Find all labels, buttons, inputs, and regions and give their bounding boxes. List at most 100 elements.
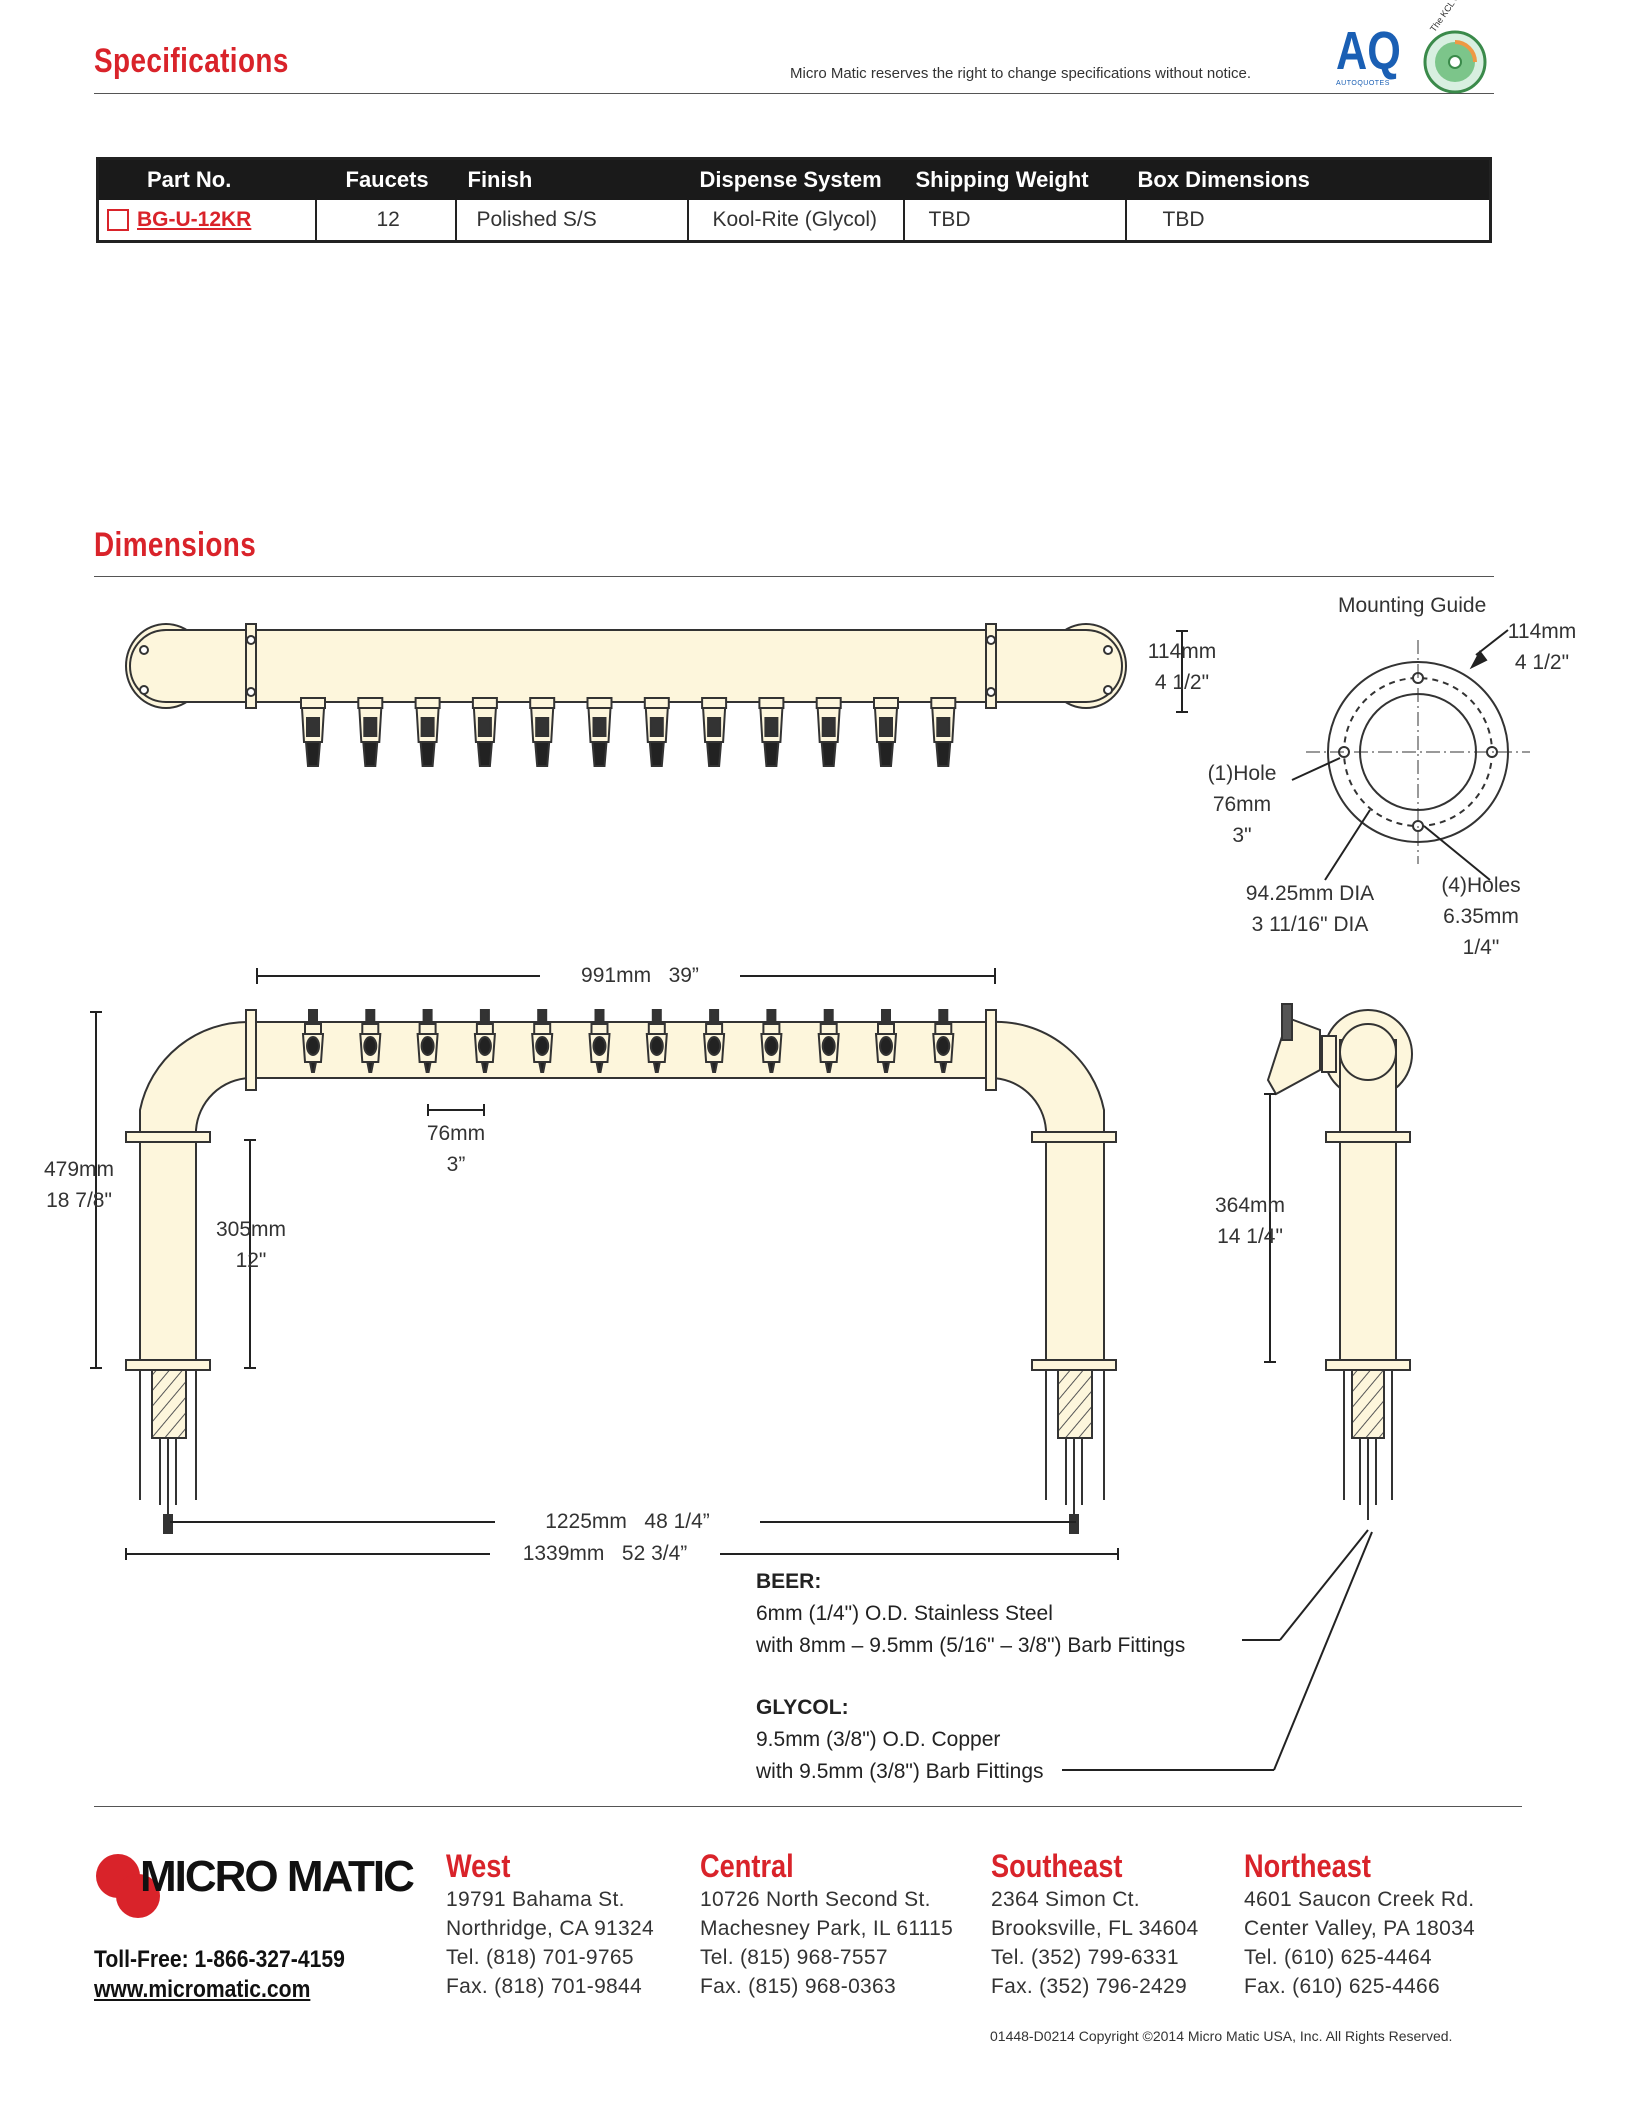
spacing-in: 3” bbox=[446, 1153, 466, 1176]
office-west-line: 19791 Bahama St. bbox=[446, 1888, 625, 1911]
weight-cell: TBD bbox=[903, 200, 1127, 242]
side-view bbox=[1266, 1003, 1413, 1520]
col-shipping-weight: Shipping Weight bbox=[903, 158, 1126, 200]
faucets-cell: 12 bbox=[315, 200, 457, 242]
col-finish: Finish bbox=[455, 158, 688, 200]
faucet-front bbox=[531, 1009, 554, 1073]
office-central-line: Fax. (815) 968-0363 bbox=[700, 1975, 896, 1998]
office-southeast-line: Brooksville, FL 34604 bbox=[991, 1917, 1199, 1940]
mounting-outer-in: 4 1/2" bbox=[1514, 651, 1570, 674]
top-height-in: 4 1/2" bbox=[1154, 671, 1210, 694]
faucet-top bbox=[471, 697, 498, 767]
faucet-top bbox=[815, 697, 842, 767]
faucet-top bbox=[873, 697, 899, 767]
office-southeast: Southeast 2364 Simon Ct. Brooksville, FL… bbox=[991, 1848, 1198, 2001]
beer-note: BEER: 6mm (1/4") O.D. Stainless Steel wi… bbox=[756, 1566, 1185, 1662]
box-cell: TBD bbox=[1162, 208, 1205, 231]
faucet-top bbox=[357, 697, 384, 767]
col-dispense-system: Dispense System bbox=[687, 158, 904, 200]
mounting-outer-label: 114mm 4 1/2" bbox=[1500, 616, 1584, 678]
office-northeast-line: Fax. (610) 625-4466 bbox=[1244, 1975, 1440, 1998]
specifications-title: Specifications bbox=[94, 42, 289, 80]
top-height-label: 114mm 4 1/2" bbox=[1140, 636, 1224, 698]
glycol-title: GLYCOL: bbox=[756, 1696, 849, 1719]
height-total-label: 479mm 18 7/8" bbox=[36, 1154, 122, 1216]
faucet-front bbox=[359, 1009, 382, 1073]
faucet-front bbox=[817, 1009, 840, 1073]
beer-line-2: with 8mm – 9.5mm (5/16" – 3/8") Barb Fit… bbox=[756, 1634, 1186, 1657]
part-no-cell: BG-U-12KR bbox=[97, 200, 317, 242]
part-no-link[interactable]: BG-U-12KR bbox=[137, 208, 252, 231]
dia-mm: 94.25mm DIA bbox=[1245, 882, 1375, 905]
hole-count: (1)Hole bbox=[1207, 762, 1277, 785]
faucet-top bbox=[414, 697, 441, 767]
side-height-mm: 364mm bbox=[1214, 1194, 1286, 1217]
website-link[interactable]: www.micromatic.com bbox=[94, 1976, 311, 2003]
office-central-name: Central bbox=[700, 1848, 794, 1884]
finish-cell: Polished S/S bbox=[455, 200, 689, 242]
side-height-label: 364mm 14 1/4" bbox=[1206, 1190, 1294, 1252]
beer-title: BEER: bbox=[756, 1570, 822, 1593]
width-inner-label: 1225mm 48 1/4” bbox=[545, 1510, 710, 1533]
glycol-line-2: with 9.5mm (3/8") Barb Fittings bbox=[756, 1760, 1044, 1783]
micro-matic-logo: MICRO MATIC bbox=[94, 1852, 424, 1932]
glycol-line-1: 9.5mm (3/8") O.D. Copper bbox=[756, 1728, 1001, 1751]
top-view bbox=[125, 623, 1127, 767]
faucet-top bbox=[529, 697, 556, 767]
height-total-in: 18 7/8" bbox=[46, 1189, 112, 1212]
faucet-front bbox=[703, 1009, 726, 1073]
office-northeast-name: Northeast bbox=[1244, 1848, 1371, 1884]
faucet-top bbox=[300, 697, 326, 767]
dimensions-title: Dimensions bbox=[94, 526, 257, 564]
faucet-top bbox=[701, 697, 728, 767]
faucet-front bbox=[588, 1009, 611, 1073]
col-faucets: Faucets bbox=[315, 158, 456, 200]
office-northeast-line: Tel. (610) 625-4464 bbox=[1244, 1946, 1432, 1969]
office-west: West 19791 Bahama St. Northridge, CA 913… bbox=[446, 1848, 654, 2001]
mounting-guide-title: Mounting Guide bbox=[1338, 594, 1487, 617]
office-central-line: Machesney Park, IL 61115 bbox=[700, 1917, 954, 1940]
spacing-mm: 76mm bbox=[426, 1122, 486, 1145]
office-west-line: Tel. (818) 701-9765 bbox=[446, 1946, 634, 1969]
footer-rule bbox=[94, 1806, 1522, 1807]
dimensions-rule bbox=[94, 576, 1494, 577]
faucet-front bbox=[301, 1009, 325, 1073]
faucet-top bbox=[758, 697, 785, 767]
office-west-line: Northridge, CA 91324 bbox=[446, 1917, 654, 1940]
col-part-no: Part No. bbox=[97, 158, 316, 200]
mounting-dia-label: 94.25mm DIA 3 11/16" DIA bbox=[1240, 878, 1380, 940]
holes-count: (4)Holes bbox=[1441, 874, 1521, 897]
mounting-guide-drawing bbox=[1306, 640, 1530, 864]
faucet-front bbox=[645, 1009, 668, 1073]
col-box-dimensions: Box Dimensions bbox=[1125, 158, 1491, 200]
office-central-line: Tel. (815) 968-7557 bbox=[700, 1946, 888, 1969]
height-inner-label: 305mm 12" bbox=[208, 1214, 294, 1276]
office-west-line: Fax. (818) 701-9844 bbox=[446, 1975, 642, 1998]
aq-logo-sub: AUTOQUOTES bbox=[1336, 80, 1390, 87]
spec-table-header: Part No. Faucets Finish Dispense System … bbox=[97, 158, 1491, 200]
top-height-mm: 114mm bbox=[1147, 640, 1217, 663]
hole-mm: 76mm bbox=[1212, 793, 1272, 816]
faucet-front bbox=[874, 1009, 898, 1073]
office-west-name: West bbox=[446, 1848, 511, 1884]
office-northeast-line: 4601 Saucon Creek Rd. bbox=[1244, 1888, 1475, 1911]
faucet-front bbox=[473, 1009, 496, 1073]
office-southeast-name: Southeast bbox=[991, 1848, 1123, 1884]
faucet-front bbox=[932, 1009, 955, 1073]
width-total-label: 1339mm 52 3/4” bbox=[522, 1542, 688, 1565]
table-row: BG-U-12KR 12 Polished S/S Kool-Rite (Gly… bbox=[97, 200, 1491, 242]
office-northeast-line: Center Valley, PA 18034 bbox=[1244, 1917, 1476, 1940]
select-checkbox[interactable] bbox=[107, 209, 129, 232]
notice-text: Micro Matic reserves the right to change… bbox=[790, 65, 1252, 82]
holes-in: 1/4" bbox=[1462, 936, 1500, 959]
height-inner-mm: 305mm bbox=[215, 1218, 287, 1241]
office-southeast-line: Fax. (352) 796-2429 bbox=[991, 1975, 1187, 1998]
mounting-hole-label: (1)Hole 76mm 3" bbox=[1200, 758, 1284, 851]
spacing-label: 76mm 3” bbox=[412, 1118, 500, 1180]
logo-mark bbox=[96, 1854, 160, 1918]
office-southeast-line: 2364 Simon Ct. bbox=[991, 1888, 1140, 1911]
height-total-mm: 479mm bbox=[43, 1158, 115, 1181]
holes-mm: 6.35mm bbox=[1443, 905, 1519, 928]
mounting-outer-mm: 114mm bbox=[1507, 620, 1577, 643]
